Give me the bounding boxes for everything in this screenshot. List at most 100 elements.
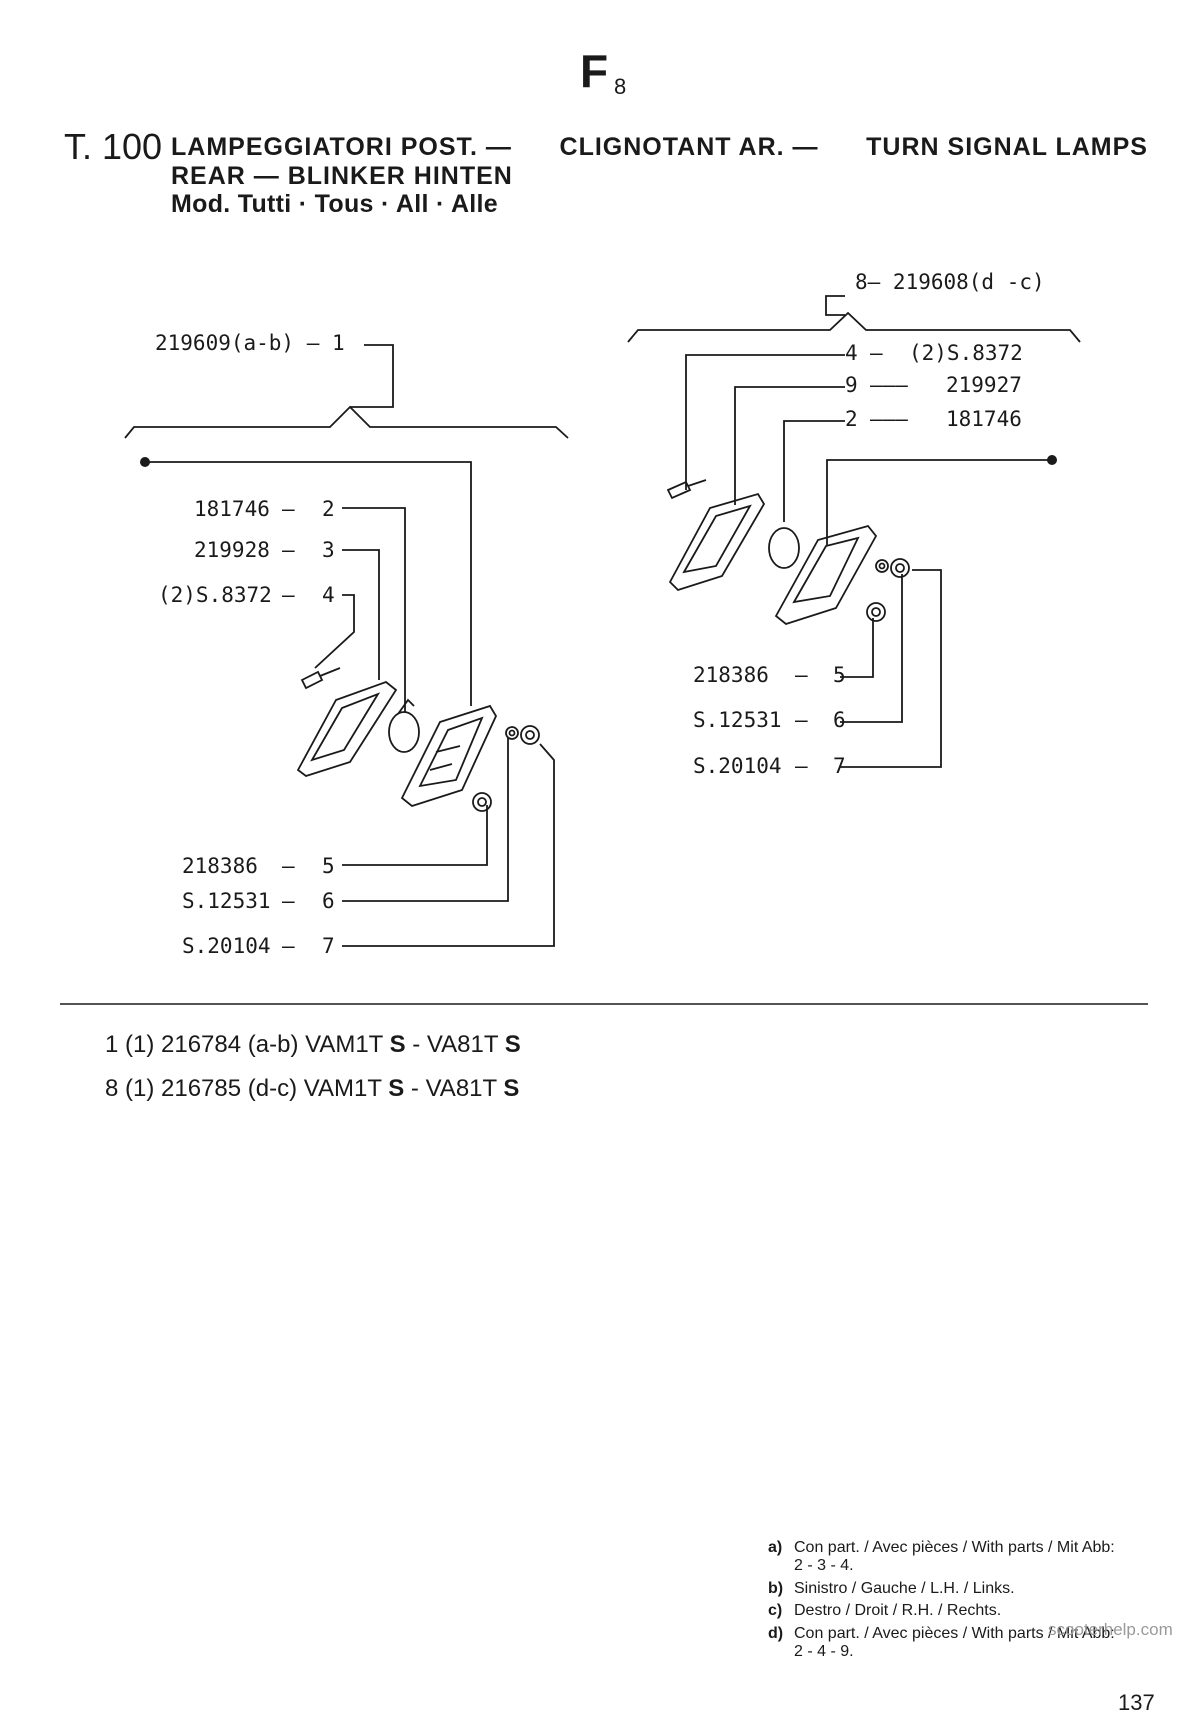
right-bulb [768, 527, 800, 569]
right-grommet [866, 602, 886, 622]
title-line-1: LAMPEGGIATORI POST. — CLIGNOTANT AR. — T… [171, 133, 1148, 162]
left-part-2-code: 181746 [194, 497, 270, 521]
right-screw [666, 479, 707, 500]
left-bracket [124, 405, 569, 439]
note-d-line2: 2 - 4 - 9. [794, 1643, 854, 1660]
title-part-french: CLIGNOTANT AR. — [559, 133, 819, 161]
reference-1-prefix: 1 (1) 216784 (a-b) VAM1T [105, 1031, 390, 1058]
left-part-3-code: 219928 [194, 538, 270, 562]
left-housing [400, 704, 498, 808]
right-header-label: 8— 219608(d -c) [855, 270, 1045, 294]
left-connector-dot [140, 457, 150, 467]
left-part-6-dash: — [282, 889, 295, 913]
reference-line-2: 8 (1) 216785 (d-c) VAM1T S - VA81T S [105, 1075, 519, 1103]
left-nut-leader [342, 743, 555, 947]
right-part-6-code: S.12531 [693, 708, 782, 732]
left-nut [520, 725, 540, 745]
left-part-2-dash: — [282, 497, 295, 521]
right-part-5-dash: — [795, 663, 808, 687]
left-grommet [472, 792, 492, 812]
left-lens-inner [310, 692, 381, 762]
note-c: c) Destro / Droit / R.H. / Rechts. [768, 1602, 1001, 1620]
right-part-2-code: 181746 [946, 407, 1022, 431]
right-header-leader [825, 295, 845, 316]
right-nut-leader [840, 569, 942, 768]
left-washer-leader [342, 737, 509, 902]
right-part-5-code: 218386 [693, 663, 769, 687]
note-c-key: c) [768, 1602, 783, 1619]
right-part-9-dash: ——— [870, 373, 908, 397]
note-a-text: Con part. / Avec pièces / With parts / M… [794, 1539, 1115, 1556]
right-lens-inner [682, 504, 752, 574]
reference-2-s1: S [388, 1075, 405, 1102]
right-part-4-dash: — [870, 341, 883, 365]
right-part-9-code: 219927 [946, 373, 1022, 397]
note-c-text: Destro / Droit / R.H. / Rechts. [794, 1602, 1002, 1619]
left-header-leader [350, 344, 394, 408]
left-part-2-ref: 2 [322, 497, 335, 521]
models-line: Mod. Tutti · Tous · All · Alle [171, 190, 498, 218]
reference-1-mid: - VA81T [405, 1031, 505, 1058]
right-part-7-ref: 7 [833, 754, 846, 778]
right-lens [668, 492, 766, 592]
left-bulb [388, 711, 420, 753]
right-part-5-ref: 5 [833, 663, 846, 687]
note-b-key: b) [768, 1580, 784, 1597]
note-a-key: a) [768, 1539, 783, 1556]
left-part-3-ref: 3 [322, 538, 335, 562]
left-part-7-dash: — [282, 934, 295, 958]
title-part-italian: LAMPEGGIATORI POST. — [171, 133, 512, 161]
right-housing [774, 524, 878, 626]
right-part-6-dash: — [795, 708, 808, 732]
reference-2-prefix: 8 (1) 216785 (d-c) VAM1T [105, 1075, 389, 1102]
left-part-3-dash: — [282, 538, 295, 562]
right-screw-leader [685, 354, 845, 490]
right-part-7-dash: — [795, 754, 808, 778]
right-part-2-ref: 2 [845, 407, 858, 431]
note-a-line2: 2 - 3 - 4. [794, 1557, 854, 1574]
left-part-6-code: S.12531 [182, 889, 271, 913]
right-part-6-ref: 6 [833, 708, 846, 732]
note-b: b)Sinistro / Gauche / L.H. / Links. [768, 1580, 1015, 1598]
title-line-2: REAR — BLINKER HINTEN [171, 162, 513, 190]
reference-1-s1: S [389, 1031, 406, 1058]
title-part-english: TURN SIGNAL LAMPS [866, 133, 1148, 161]
left-part-4-ref: 4 [322, 583, 335, 607]
left-part-4-dash: — [282, 583, 295, 607]
reference-2-mid: - VA81T [404, 1075, 504, 1102]
reference-line-1: 1 (1) 216784 (a-b) VAM1T S - VA81T S [105, 1031, 521, 1059]
section-subscript: 8 [614, 74, 627, 99]
note-a: a) Con part. / Avec pièces / With parts /… [768, 1539, 1115, 1557]
left-screw-leader [314, 594, 355, 669]
left-bulb-leader [342, 507, 406, 712]
right-part-4-ref: 4 [845, 341, 858, 365]
left-grommet-leader [342, 805, 488, 866]
right-part-9-ref: 9 [845, 373, 858, 397]
left-housing-leader [145, 461, 472, 706]
right-bulb-leader [783, 420, 845, 522]
right-nut [890, 558, 910, 578]
left-part-5-dash: — [282, 854, 295, 878]
note-d-key: d) [768, 1625, 784, 1642]
left-part-5-code: 218386 [182, 854, 258, 878]
left-part-5-ref: 5 [322, 854, 335, 878]
table-number: T. 100 [64, 126, 163, 167]
page-number: 137 [1118, 1690, 1155, 1715]
right-housing-leader [826, 459, 1050, 545]
note-d: d) Con part. / Avec pièces / With parts /… [768, 1625, 1115, 1643]
reference-1-s2: S [504, 1031, 521, 1058]
right-part-2-dash: ——— [870, 407, 908, 431]
watermark: scooterhelp.com [1048, 1620, 1173, 1639]
right-bracket [627, 311, 1081, 343]
left-header-label: 219609(a-b) — 1 [155, 331, 345, 355]
right-connector-dot [1047, 455, 1057, 465]
left-part-7-code: S.20104 [182, 934, 271, 958]
left-part-4-code: (2)S.8372 [158, 583, 272, 607]
left-screw [300, 667, 341, 690]
right-part-4-code: (2)S.8372 [909, 341, 1023, 365]
right-washer-leader [840, 574, 903, 723]
note-d-text: Con part. / Avec pièces / With parts / M… [794, 1625, 1115, 1642]
left-lens-leader [342, 549, 380, 680]
left-lens [296, 680, 398, 777]
